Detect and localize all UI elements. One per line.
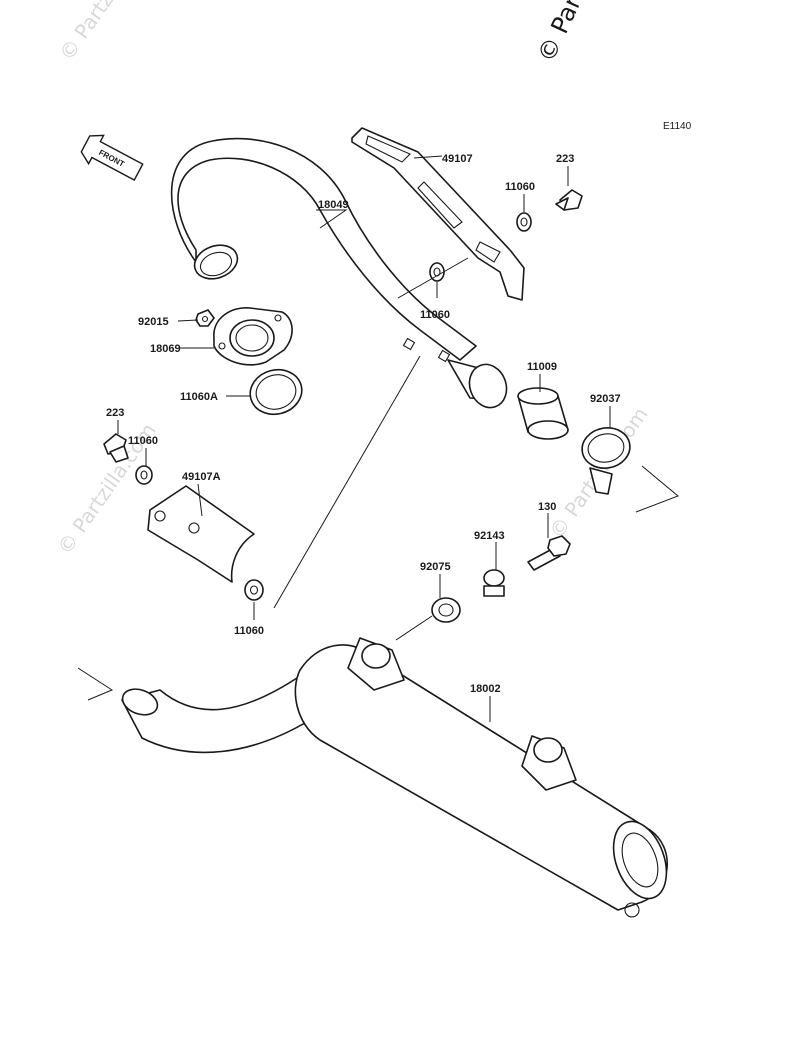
label-11060-c: 11060 (128, 435, 158, 447)
gasket-11060A (249, 368, 303, 416)
grommet-92075 (431, 597, 461, 623)
heat-guard-49107A (147, 485, 255, 583)
label-18049: 18049 (318, 199, 349, 211)
bolt-223-top (555, 189, 583, 211)
nut-92015 (195, 309, 215, 327)
washer-11060-upper (516, 212, 532, 232)
label-223-left: 223 (106, 407, 124, 419)
clamp-guide-lines (635, 465, 679, 513)
label-11060-d: 11060 (234, 625, 264, 637)
label-11060A: 11060A (180, 391, 218, 403)
label-11060-b: 11060 (420, 309, 450, 321)
label-11060-a: 11060 (505, 181, 535, 193)
label-92015: 92015 (138, 316, 169, 328)
label-18002: 18002 (470, 683, 501, 695)
label-223-top: 223 (556, 153, 574, 165)
label-49107A: 49107A (182, 471, 221, 483)
clamp-92037 (581, 427, 631, 495)
muffler-18002 (121, 637, 669, 918)
washer-11060-lower (244, 579, 264, 601)
muffler-guide-lines (77, 667, 114, 701)
label-49107: 49107 (442, 153, 473, 165)
bolt-130 (527, 535, 571, 571)
pipe-gasket-11009 (517, 387, 569, 440)
label-92037: 92037 (590, 393, 621, 405)
watermark-top-left: © Partzilla.com (54, 0, 162, 65)
part-labels: 49107 223 11060 18049 11060 92015 18069 … (106, 153, 621, 695)
leader-lines (117, 155, 611, 722)
bolt-223-left (103, 433, 129, 463)
label-92143: 92143 (474, 530, 505, 542)
washer-11060-left (135, 465, 153, 485)
label-11009: 11009 (527, 361, 557, 373)
watermark-corner: © Partz (532, 0, 596, 67)
flange-18069 (213, 307, 293, 366)
header-pipe-18049 (170, 137, 508, 409)
diagram-code: E1140 (663, 121, 692, 132)
front-arrow: FRONT (80, 134, 144, 181)
label-92075: 92075 (420, 561, 451, 573)
label-130: 130 (538, 501, 556, 513)
label-18069: 18069 (150, 343, 181, 355)
heat-guard-49107 (351, 127, 525, 301)
collar-92143 (483, 569, 505, 597)
